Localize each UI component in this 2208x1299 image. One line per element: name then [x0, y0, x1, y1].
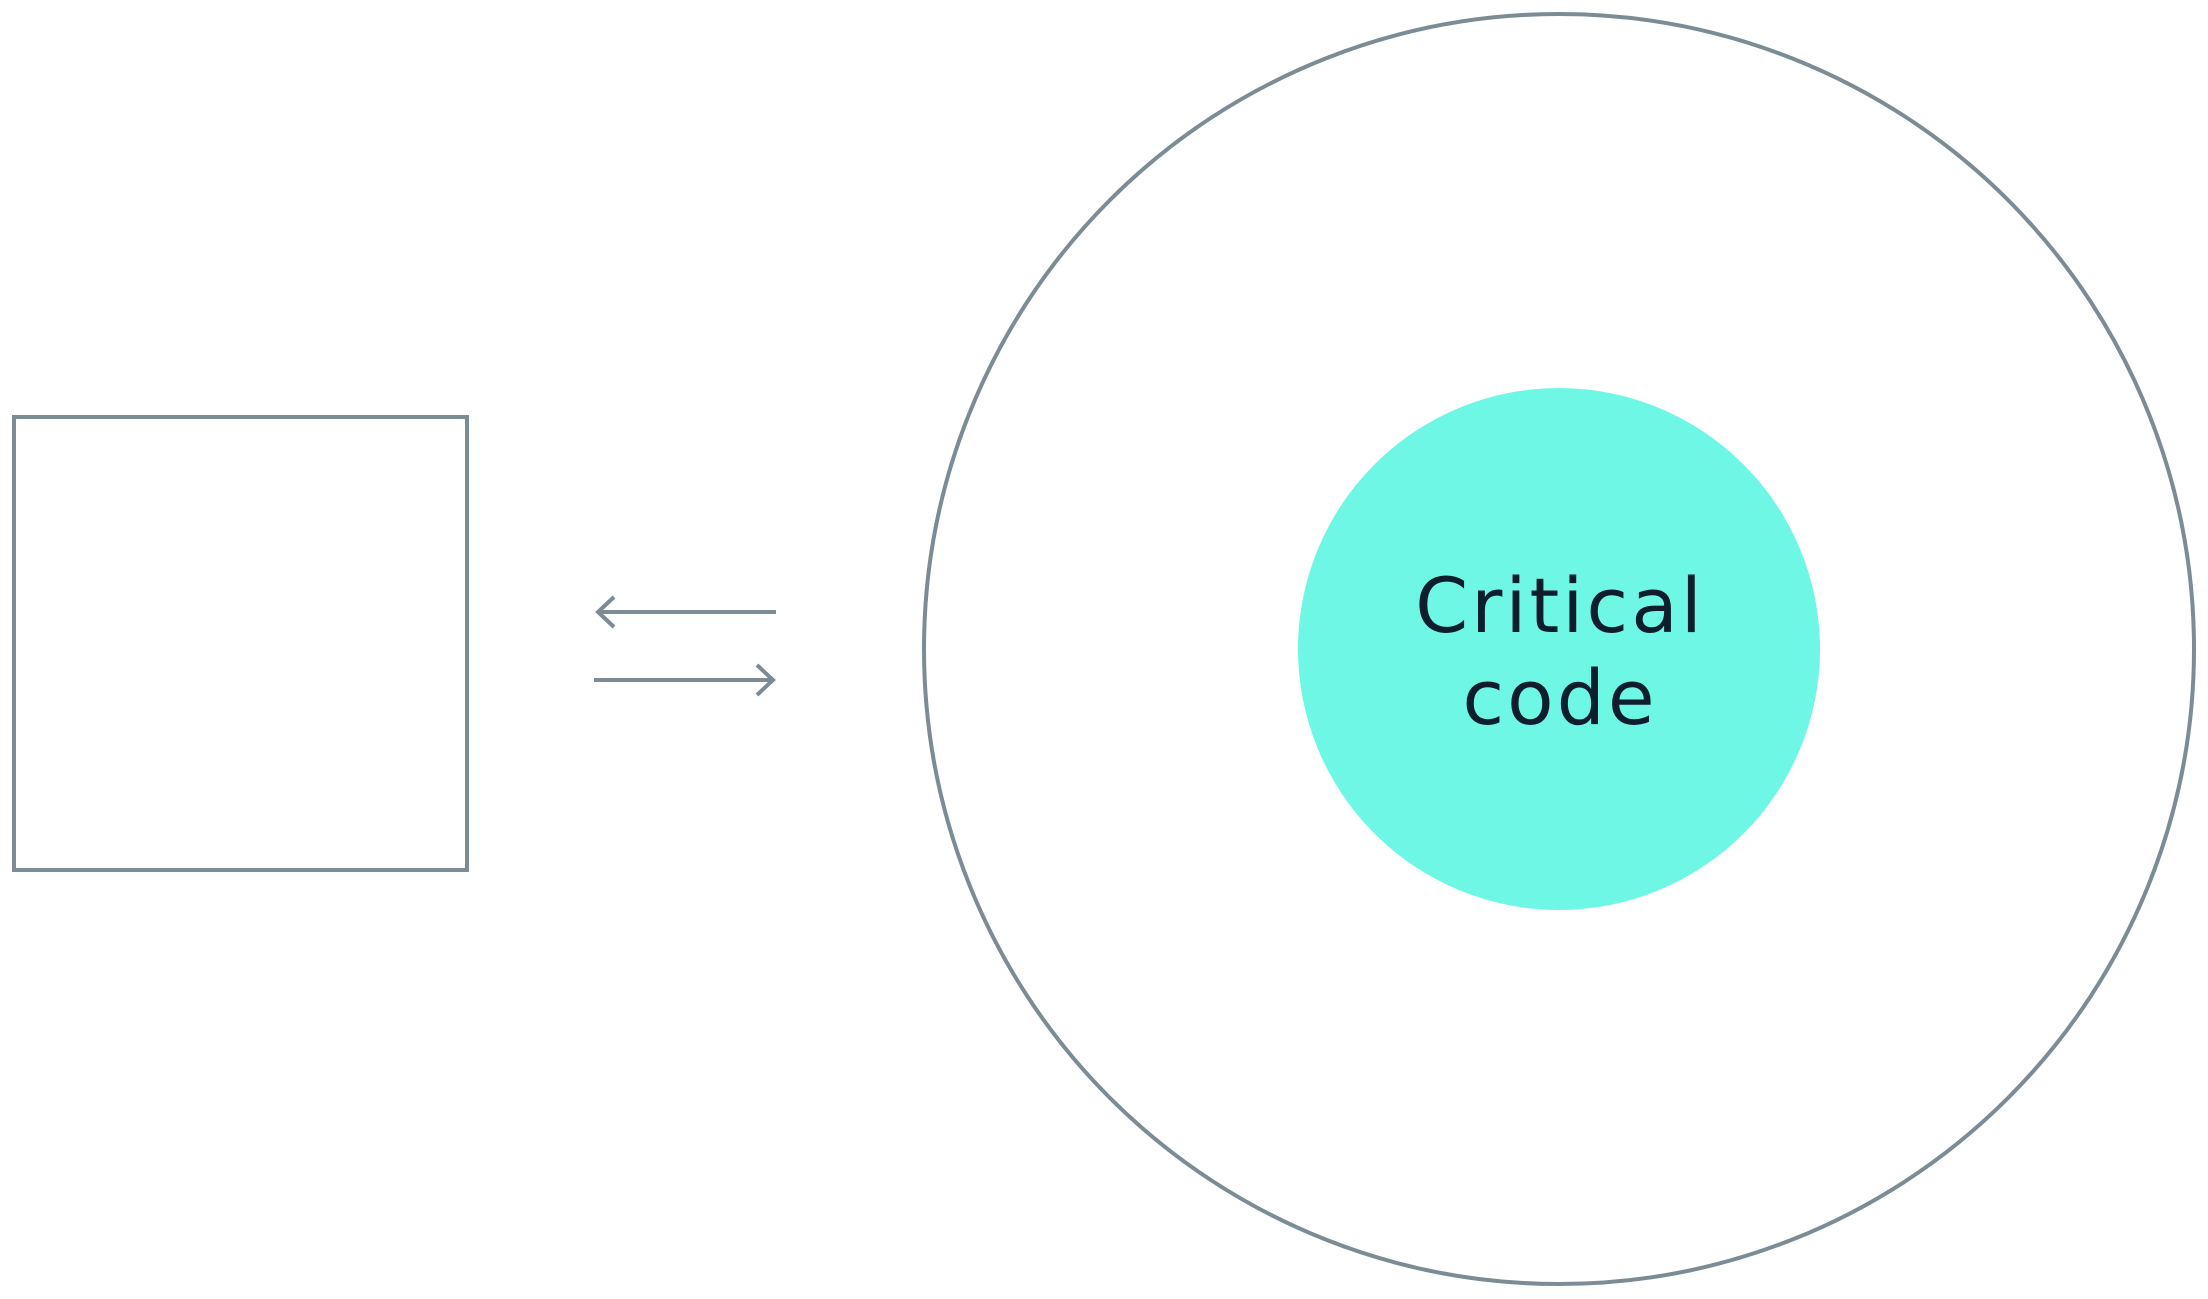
- critical-code-label-line-2: code: [1462, 653, 1658, 742]
- critical-code-label: Critical code: [1298, 560, 1822, 744]
- critical-code-circle: [1298, 388, 1820, 910]
- outer-system-circle: [922, 12, 2196, 1286]
- arrow-left-icon: [595, 595, 776, 629]
- arrow-right-icon: [594, 663, 776, 697]
- external-component-box: [12, 415, 469, 872]
- critical-code-label-line-1: Critical: [1415, 561, 1705, 650]
